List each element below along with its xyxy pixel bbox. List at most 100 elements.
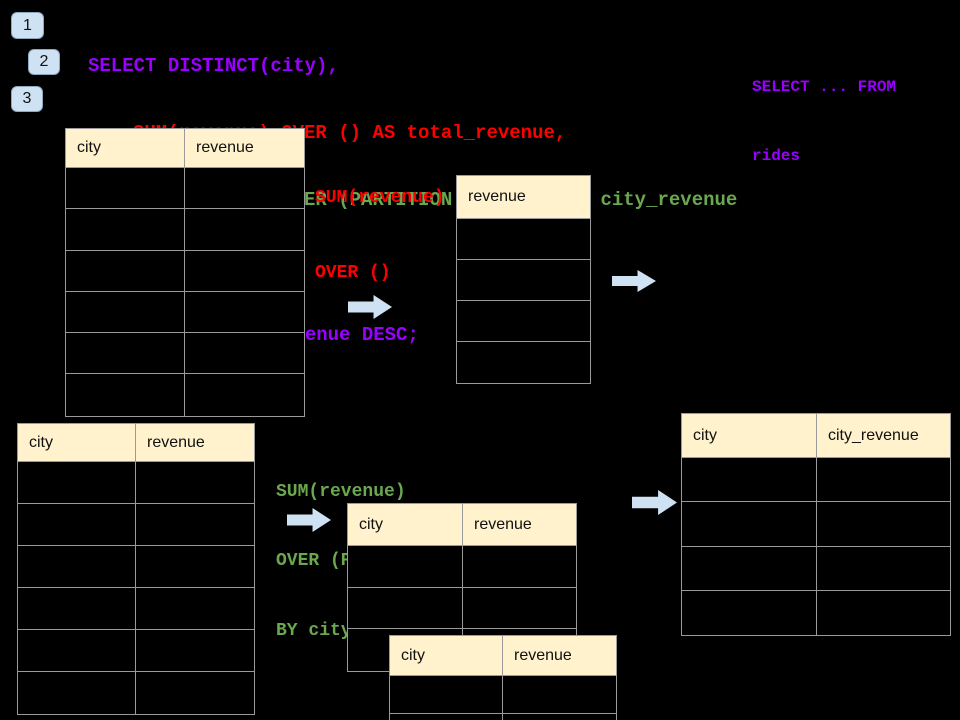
empty-cell bbox=[817, 502, 950, 545]
table-row bbox=[66, 374, 304, 416]
table-row bbox=[18, 672, 254, 714]
table-row bbox=[390, 676, 616, 714]
table-header-row: city revenue bbox=[66, 129, 304, 168]
step-badge-3: 3 bbox=[11, 86, 43, 112]
step-badge-2: 2 bbox=[28, 49, 60, 75]
empty-cell bbox=[185, 333, 304, 373]
table-rides-source-top: city revenue bbox=[65, 128, 305, 417]
empty-cell bbox=[66, 209, 185, 250]
flow-arrow-partition-to-output bbox=[632, 490, 677, 515]
empty-cell bbox=[136, 672, 254, 714]
table-row bbox=[18, 462, 254, 504]
table-row bbox=[682, 546, 950, 591]
label-total-line-1: SUM(revenue) bbox=[315, 188, 445, 208]
table-row bbox=[66, 333, 304, 375]
table-row bbox=[682, 458, 950, 503]
empty-cell bbox=[136, 462, 254, 503]
empty-cell bbox=[185, 374, 304, 415]
column-header-revenue: revenue bbox=[147, 433, 205, 451]
empty-cell bbox=[66, 374, 185, 416]
empty-cell bbox=[185, 292, 304, 332]
column-header-city: city bbox=[390, 636, 503, 675]
table-row bbox=[457, 219, 590, 260]
table-row bbox=[66, 168, 304, 210]
table-row bbox=[18, 588, 254, 630]
table-header-row: city revenue bbox=[18, 424, 254, 462]
empty-cell bbox=[457, 219, 590, 259]
table-row bbox=[682, 502, 950, 547]
empty-cell bbox=[18, 588, 136, 629]
label-sum-over-total: SUM(revenue) OVER () bbox=[315, 136, 445, 336]
empty-cell bbox=[682, 546, 817, 590]
step-badge-1: 1 bbox=[11, 12, 44, 39]
side-note-line-1: SELECT ... FROM bbox=[752, 78, 897, 96]
empty-cell bbox=[136, 546, 254, 587]
empty-cell bbox=[457, 301, 590, 341]
empty-cell bbox=[682, 590, 817, 636]
column-header-city: city bbox=[18, 424, 136, 461]
label-total-line-2: OVER () bbox=[315, 263, 391, 283]
table-row bbox=[348, 546, 576, 588]
empty-cell bbox=[66, 250, 185, 291]
table-row bbox=[457, 260, 590, 301]
empty-cell bbox=[817, 458, 950, 501]
empty-cell bbox=[136, 588, 254, 629]
column-header-revenue: revenue bbox=[196, 139, 254, 156]
empty-cell bbox=[682, 458, 817, 502]
table-row bbox=[457, 301, 590, 342]
empty-cell bbox=[503, 676, 616, 713]
column-header-city: city bbox=[682, 414, 817, 457]
column-header-city: city bbox=[348, 504, 463, 545]
empty-cell bbox=[463, 546, 576, 587]
table-row bbox=[18, 546, 254, 588]
table-row bbox=[457, 342, 590, 383]
column-header-city_revenue: city_revenue bbox=[828, 426, 919, 444]
table-header-row: city city_revenue bbox=[682, 414, 950, 458]
table-row bbox=[348, 587, 576, 630]
table-header-row: city revenue bbox=[390, 636, 616, 676]
empty-cell bbox=[18, 462, 136, 503]
empty-cell bbox=[682, 502, 817, 546]
empty-cell bbox=[457, 260, 590, 300]
column-header-revenue: revenue bbox=[474, 515, 532, 533]
empty-cell bbox=[348, 587, 463, 629]
empty-cell bbox=[185, 168, 304, 208]
column-header-city: city bbox=[66, 129, 185, 167]
empty-cell bbox=[463, 588, 576, 629]
table-row bbox=[66, 291, 304, 334]
empty-cell bbox=[185, 251, 304, 291]
empty-cell bbox=[390, 676, 503, 713]
empty-cell bbox=[18, 672, 136, 714]
side-note-select-from-rides: SELECT ... FROM rides bbox=[752, 30, 896, 214]
empty-cell bbox=[390, 714, 503, 720]
table-row bbox=[66, 209, 304, 251]
empty-cell bbox=[18, 504, 136, 545]
sql-line-select: SELECT DISTINCT(city), bbox=[88, 54, 339, 77]
label-partition-line-1: SUM(revenue) bbox=[276, 481, 406, 502]
empty-cell bbox=[136, 630, 254, 671]
table-row bbox=[390, 714, 616, 720]
empty-cell bbox=[457, 342, 590, 383]
empty-cell bbox=[66, 168, 185, 209]
table-total-revenue: revenue bbox=[456, 175, 591, 384]
table-partition-step-overlay: city revenue bbox=[389, 635, 617, 720]
empty-cell bbox=[817, 591, 950, 635]
empty-cell bbox=[66, 291, 185, 333]
empty-cell bbox=[185, 209, 304, 249]
table-row bbox=[682, 590, 950, 636]
empty-cell bbox=[136, 504, 254, 545]
table-row bbox=[66, 250, 304, 292]
table-city-revenue-output: city city_revenue bbox=[681, 413, 951, 637]
empty-cell bbox=[18, 546, 136, 587]
column-header-revenue: revenue bbox=[514, 646, 572, 664]
empty-cell bbox=[817, 547, 950, 590]
empty-cell bbox=[503, 714, 616, 720]
table-rides-source-bottom: city revenue bbox=[17, 423, 255, 715]
table-row bbox=[18, 630, 254, 672]
empty-cell bbox=[348, 546, 463, 587]
side-note-line-2: rides bbox=[752, 147, 801, 165]
column-header-revenue: revenue bbox=[468, 188, 526, 205]
table-row bbox=[18, 504, 254, 546]
table-header-row: city revenue bbox=[348, 504, 576, 546]
